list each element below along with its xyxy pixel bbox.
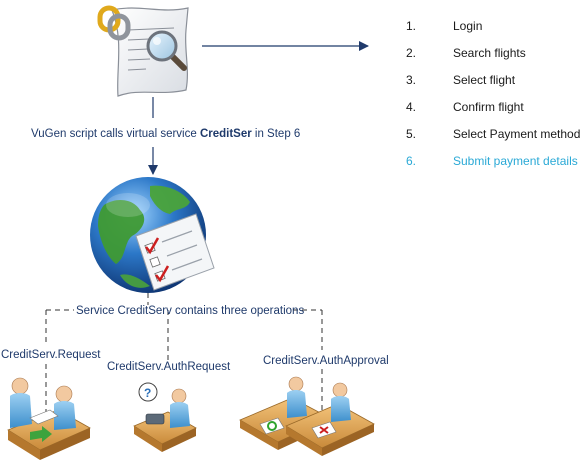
- operation-label-authapproval: CreditServ.AuthApproval: [263, 355, 389, 367]
- operation-label-request: CreditServ.Request: [1, 349, 101, 361]
- globe-checklist-icon: [90, 177, 215, 293]
- step-label: Search flights: [453, 46, 526, 60]
- steps-list: 1. Login 2. Search flights 3. Select flight 4.…: [406, 19, 580, 168]
- svg-text:?: ?: [144, 386, 151, 400]
- step-number: 2.: [406, 46, 416, 60]
- caption-service: CreditSer: [200, 128, 252, 140]
- caption-suffix: in Step 6: [252, 128, 301, 140]
- step-number: 6.: [406, 154, 416, 168]
- magnifier-icon: [146, 30, 187, 71]
- request-people-icon: [7, 377, 91, 460]
- step-label: Submit payment details: [453, 154, 578, 168]
- step-label: Confirm flight: [453, 100, 524, 114]
- checklist-icon: [135, 213, 215, 291]
- step-label: Select Payment method: [453, 127, 580, 141]
- step-number: 5.: [406, 127, 416, 141]
- step-label: Select flight: [453, 73, 516, 87]
- service-label: Service CreditServ contains three operat…: [76, 305, 304, 317]
- chain-link-icon: [97, 5, 131, 41]
- step-number: 3.: [406, 73, 416, 87]
- operation-label-authrequest: CreditServ.AuthRequest: [107, 361, 231, 373]
- step-number: 4.: [406, 100, 416, 114]
- auth-request-people-icon: ?: [133, 382, 197, 452]
- step-label: Login: [453, 19, 482, 33]
- caption-prefix: VuGen script calls virtual service: [31, 128, 200, 140]
- caption: VuGen script calls virtual service Credi…: [31, 128, 300, 140]
- step-number: 1.: [406, 19, 416, 33]
- operations-connector: [45, 293, 323, 418]
- auth-approval-people-icon: [239, 376, 375, 456]
